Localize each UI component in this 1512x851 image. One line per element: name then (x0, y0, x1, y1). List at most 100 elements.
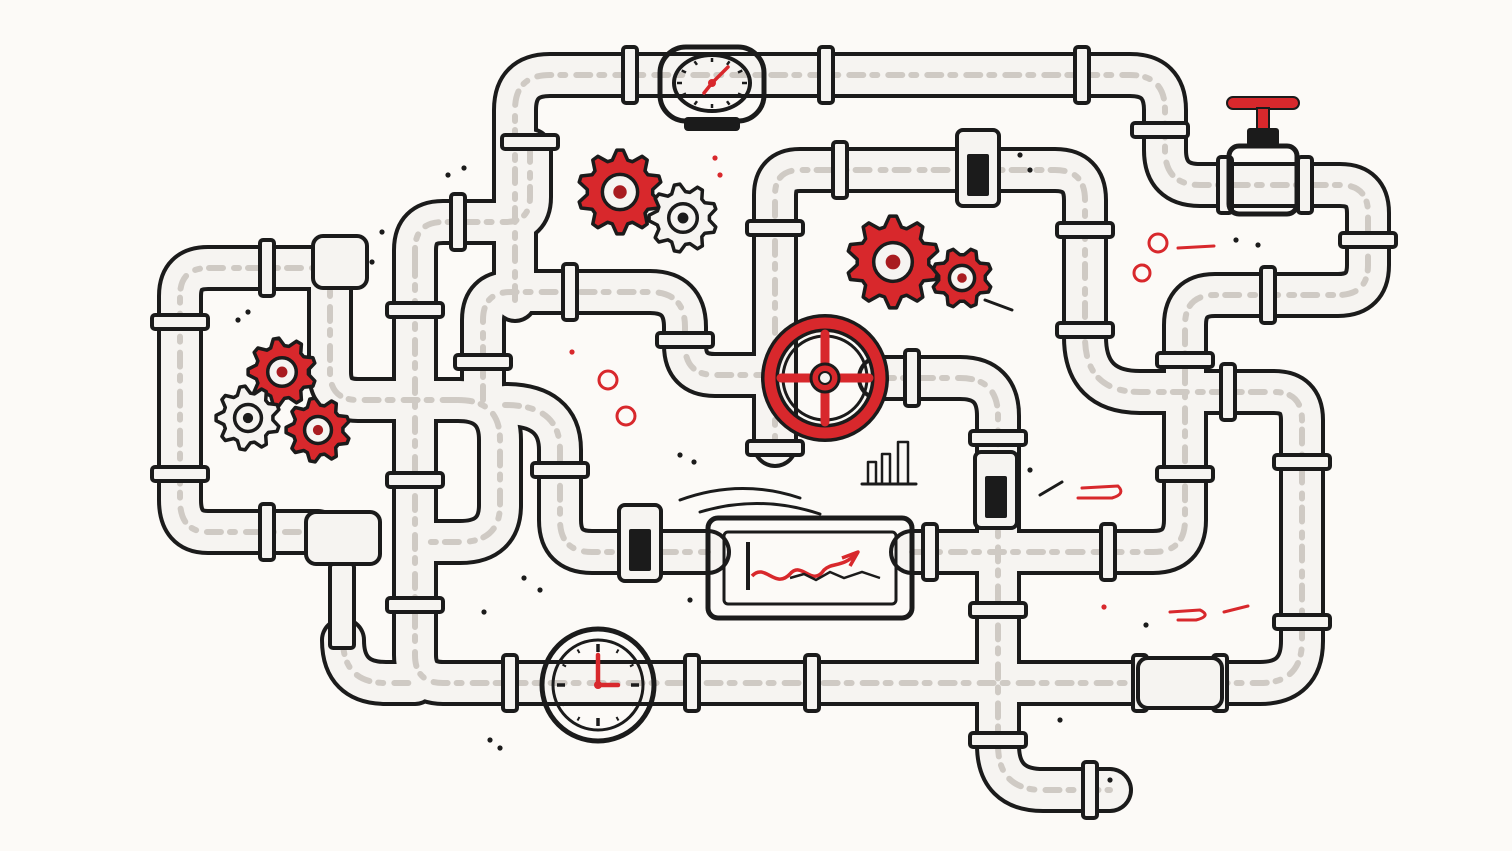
gear-icon (846, 214, 940, 310)
pipe-stem (328, 562, 356, 650)
pipe-junction-box (311, 234, 369, 290)
pipe-coupling (817, 45, 835, 105)
gear-icon (214, 384, 281, 452)
sketch-stroke (983, 298, 1014, 312)
pipe-coupling (150, 465, 210, 483)
pressure-gauge-icon (657, 44, 767, 131)
wall-clock-gauge-icon (539, 626, 657, 744)
gear-icon (284, 396, 351, 464)
sketch-circle (615, 405, 637, 427)
level-meter-icon (955, 128, 1001, 208)
pipe-coupling (745, 439, 805, 457)
sketch-dot (1017, 152, 1023, 158)
sketch-marks (235, 152, 1261, 783)
pipe-network (157, 52, 1391, 813)
pipe-coupling (1338, 231, 1398, 249)
tap-valve-icon (1226, 96, 1300, 217)
pipe-couplings (150, 45, 1398, 820)
pipe-coupling (1272, 613, 1332, 631)
gear-cluster-icon (214, 148, 993, 464)
pipe-junction-box (304, 510, 382, 566)
sketch-dot (1255, 242, 1261, 248)
sketch-stroke (1176, 244, 1216, 250)
pipe-coupling (968, 731, 1028, 749)
sketch-circle (597, 369, 619, 391)
sketch-dot (235, 317, 241, 323)
pipe-coupling (803, 653, 821, 713)
pipe-coupling (1155, 351, 1215, 369)
pipe-coupling (921, 522, 939, 582)
pipe-coupling (1130, 121, 1190, 139)
sketch-dot (1233, 237, 1239, 243)
sketch-dot (717, 172, 723, 178)
pipe-coupling (745, 219, 805, 237)
sketch-dot (445, 172, 451, 178)
pipe-junction-box (1136, 656, 1224, 710)
sketch-dot (461, 165, 467, 171)
sketch-dot (521, 575, 527, 581)
sketch-dot (1027, 467, 1033, 473)
pipe-coupling (683, 653, 701, 713)
pipe-coupling (903, 348, 921, 408)
pipe-coupling (150, 313, 210, 331)
sketch-circle (1147, 232, 1169, 254)
sketch-dot (369, 259, 375, 265)
pipe-coupling (968, 601, 1028, 619)
sketch-dot (487, 737, 493, 743)
pipe-coupling (385, 301, 445, 319)
pipe-coupling (655, 331, 715, 349)
pipe-coupling (561, 262, 579, 322)
level-meter-icon (617, 128, 1019, 583)
pipe-coupling (530, 461, 590, 479)
pipe-coupling (500, 133, 560, 151)
pipe-coupling (258, 502, 276, 562)
pipe-segment-shade (480, 289, 773, 403)
sketch-dot (497, 745, 503, 751)
pipe-coupling (453, 353, 513, 371)
pipe-coupling (1073, 45, 1091, 105)
level-meter-icon (617, 503, 663, 583)
pipe-coupling (501, 653, 519, 713)
pipe-coupling (1219, 362, 1237, 422)
pipe-coupling (385, 471, 445, 489)
pipe-coupling (1272, 453, 1332, 471)
sketch-dot (569, 349, 575, 355)
pipe-segment-shade (412, 147, 533, 265)
sketch-stroke (678, 487, 802, 502)
sketch-stroke (1038, 480, 1064, 497)
sketch-dot (1101, 604, 1107, 610)
sketch-dot (677, 452, 683, 458)
pipe-coupling (1296, 155, 1314, 215)
pipe-segment-shade (177, 265, 343, 535)
sketch-dot (1057, 717, 1063, 723)
sketch-stroke (1222, 604, 1250, 614)
pipe-segment-shade (502, 402, 711, 555)
gear-icon (931, 247, 993, 309)
sketch-stroke (698, 502, 822, 516)
pipe-coupling (258, 238, 276, 298)
sketch-dot (687, 597, 693, 603)
sketch-dot (691, 459, 697, 465)
sketch-dot (481, 609, 487, 615)
sketch-circle (1132, 263, 1152, 283)
pipe-coupling (621, 45, 639, 105)
mini-bar-chart-icon (860, 440, 918, 486)
pipe-segment-shade (425, 397, 503, 545)
sketch-dot (245, 309, 251, 315)
pipe-segment-shade (512, 72, 1371, 555)
pipe-coupling (1055, 321, 1115, 339)
sketch-stroke (1168, 608, 1207, 622)
valve-wheel-icon (761, 314, 889, 442)
sketch-stroke (1076, 484, 1123, 500)
pipe-coupling (1155, 465, 1215, 483)
sketch-dot (379, 229, 385, 235)
sketch-dot (1107, 777, 1113, 783)
pipe-coupling (1081, 760, 1099, 820)
sketch-dot (1143, 622, 1149, 628)
pipe-coupling (1259, 265, 1277, 325)
pipe-segment-shade (327, 265, 461, 403)
pipe-coupling (1055, 221, 1115, 239)
sketch-dot (712, 155, 718, 161)
pipe-coupling (968, 429, 1028, 447)
